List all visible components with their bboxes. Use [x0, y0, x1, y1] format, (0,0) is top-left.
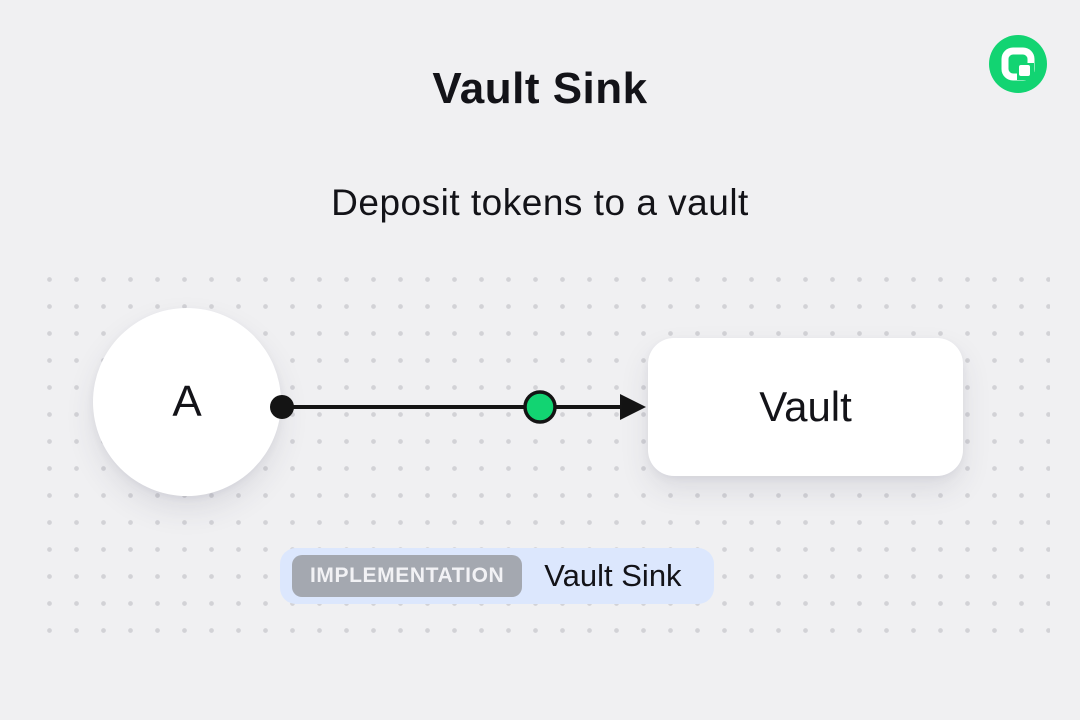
- brand-logo: [989, 35, 1047, 93]
- flow-arrow: [270, 390, 646, 424]
- edge-midpoint-dot-icon: [523, 390, 557, 424]
- implementation-badge: IMPLEMENTATION Vault Sink: [280, 548, 714, 604]
- node-target: Vault: [648, 338, 963, 476]
- edge-start-dot-icon: [270, 395, 294, 419]
- node-source: A: [93, 308, 281, 496]
- page-title: Vault Sink: [432, 64, 648, 113]
- edge-arrowhead-icon: [620, 394, 646, 420]
- implementation-label: Vault Sink: [544, 558, 682, 593]
- node-target-label: Vault: [759, 383, 852, 430]
- brand-logo-icon: [1001, 47, 1035, 81]
- implementation-tag: IMPLEMENTATION: [292, 555, 523, 597]
- page-subtitle: Deposit tokens to a vault: [331, 182, 749, 223]
- node-source-label: A: [172, 377, 202, 426]
